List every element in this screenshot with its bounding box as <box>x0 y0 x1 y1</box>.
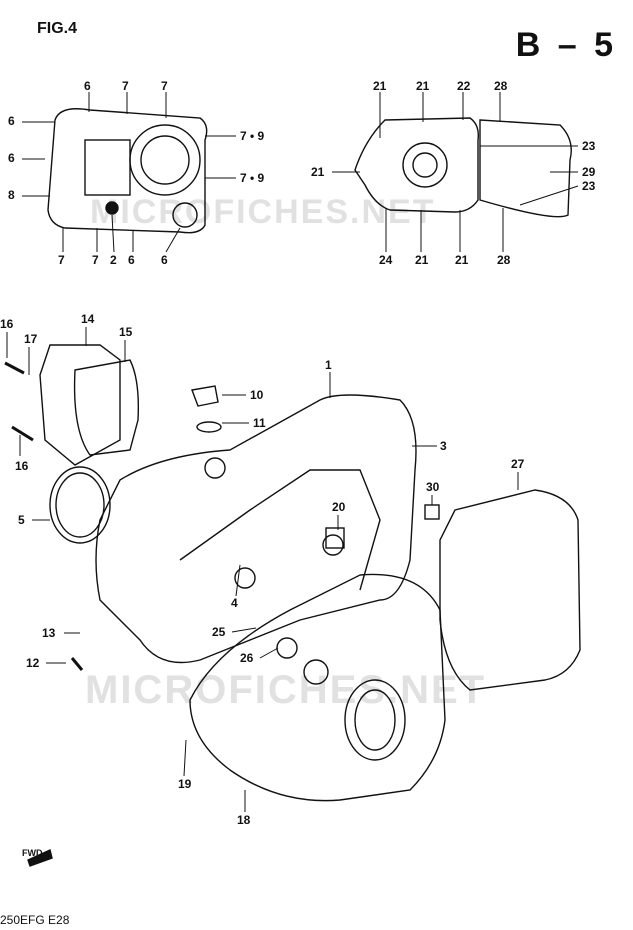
watermark-top: MICROFICHES.NET <box>90 193 436 231</box>
callout-13: 13 <box>42 626 56 640</box>
callout-7: 7 <box>122 79 129 93</box>
callout-20: 20 <box>332 500 346 514</box>
callout-21: 21 <box>455 253 469 267</box>
callout-3: 3 <box>440 439 447 453</box>
callout-21: 21 <box>415 253 429 267</box>
gasket-illustration <box>49 466 111 544</box>
callout-16: 16 <box>0 317 14 331</box>
main-crankcase-cover-illustration <box>95 394 417 664</box>
callout-23: 23 <box>582 139 596 153</box>
callout-8: 8 <box>8 188 15 202</box>
callout-7: 7 <box>161 79 168 93</box>
callout-24: 24 <box>379 253 393 267</box>
callout-25: 25 <box>212 625 226 639</box>
footer-model-code: 250EFG E28 <box>0 913 70 927</box>
callout-1: 1 <box>325 358 332 372</box>
callout-28: 28 <box>497 253 511 267</box>
figure-label: FIG.4 <box>37 20 78 37</box>
callout-15: 15 <box>119 325 133 339</box>
callout-16: 16 <box>15 459 29 473</box>
callout-7: 7 <box>92 253 99 267</box>
cover-plate-illustration <box>39 344 121 466</box>
watermark-bottom: MICROFICHES.NET <box>85 668 487 712</box>
callout-12: 12 <box>26 656 40 670</box>
callout-6: 6 <box>8 114 15 128</box>
callout-29: 29 <box>582 165 596 179</box>
callout-6: 6 <box>8 151 15 165</box>
callout-11: 11 <box>253 416 266 430</box>
callout-6: 6 <box>84 79 91 93</box>
leader-lines <box>6 92 579 812</box>
fwd-label: FWD <box>22 848 43 858</box>
callout-7: 7 <box>58 253 65 267</box>
callout-2: 2 <box>110 253 117 267</box>
callout-17: 17 <box>24 332 38 346</box>
callouts-top-left: 6 7 7 6 6 8 7 7 2 6 6 7 • 9 7 • 9 <box>8 79 265 267</box>
callout-26: 26 <box>240 651 254 665</box>
callouts-main: 16 17 14 15 16 5 10 11 1 3 27 30 20 4 13… <box>0 312 525 827</box>
callout-7-9: 7 • 9 <box>240 129 265 143</box>
small-left-cover-illustration <box>47 108 208 234</box>
oil-plug-illustration <box>191 385 219 407</box>
callout-6: 6 <box>128 253 135 267</box>
side-cover-illustration <box>439 489 581 691</box>
callout-30: 30 <box>426 480 440 494</box>
callouts-top-right: 21 21 22 28 21 23 29 23 24 21 21 28 <box>311 79 596 267</box>
callout-21: 21 <box>311 165 325 179</box>
callout-7-9: 7 • 9 <box>240 171 265 185</box>
small-right-cover-illustration <box>354 117 572 218</box>
callout-14: 14 <box>81 312 95 326</box>
callout-21: 21 <box>416 79 430 93</box>
callout-28: 28 <box>494 79 508 93</box>
callout-10: 10 <box>250 388 264 402</box>
callout-6: 6 <box>161 253 168 267</box>
callout-18: 18 <box>237 813 251 827</box>
callout-5: 5 <box>18 513 25 527</box>
callout-22: 22 <box>457 79 471 93</box>
callout-27: 27 <box>511 457 525 471</box>
clutch-cover-illustration <box>189 573 446 802</box>
callout-19: 19 <box>178 777 192 791</box>
callout-23: 23 <box>582 179 596 193</box>
fwd-arrow-icon: FWD <box>22 843 43 861</box>
section-label: B – 5 <box>515 26 617 64</box>
callout-21: 21 <box>373 79 387 93</box>
callout-4: 4 <box>231 596 238 610</box>
